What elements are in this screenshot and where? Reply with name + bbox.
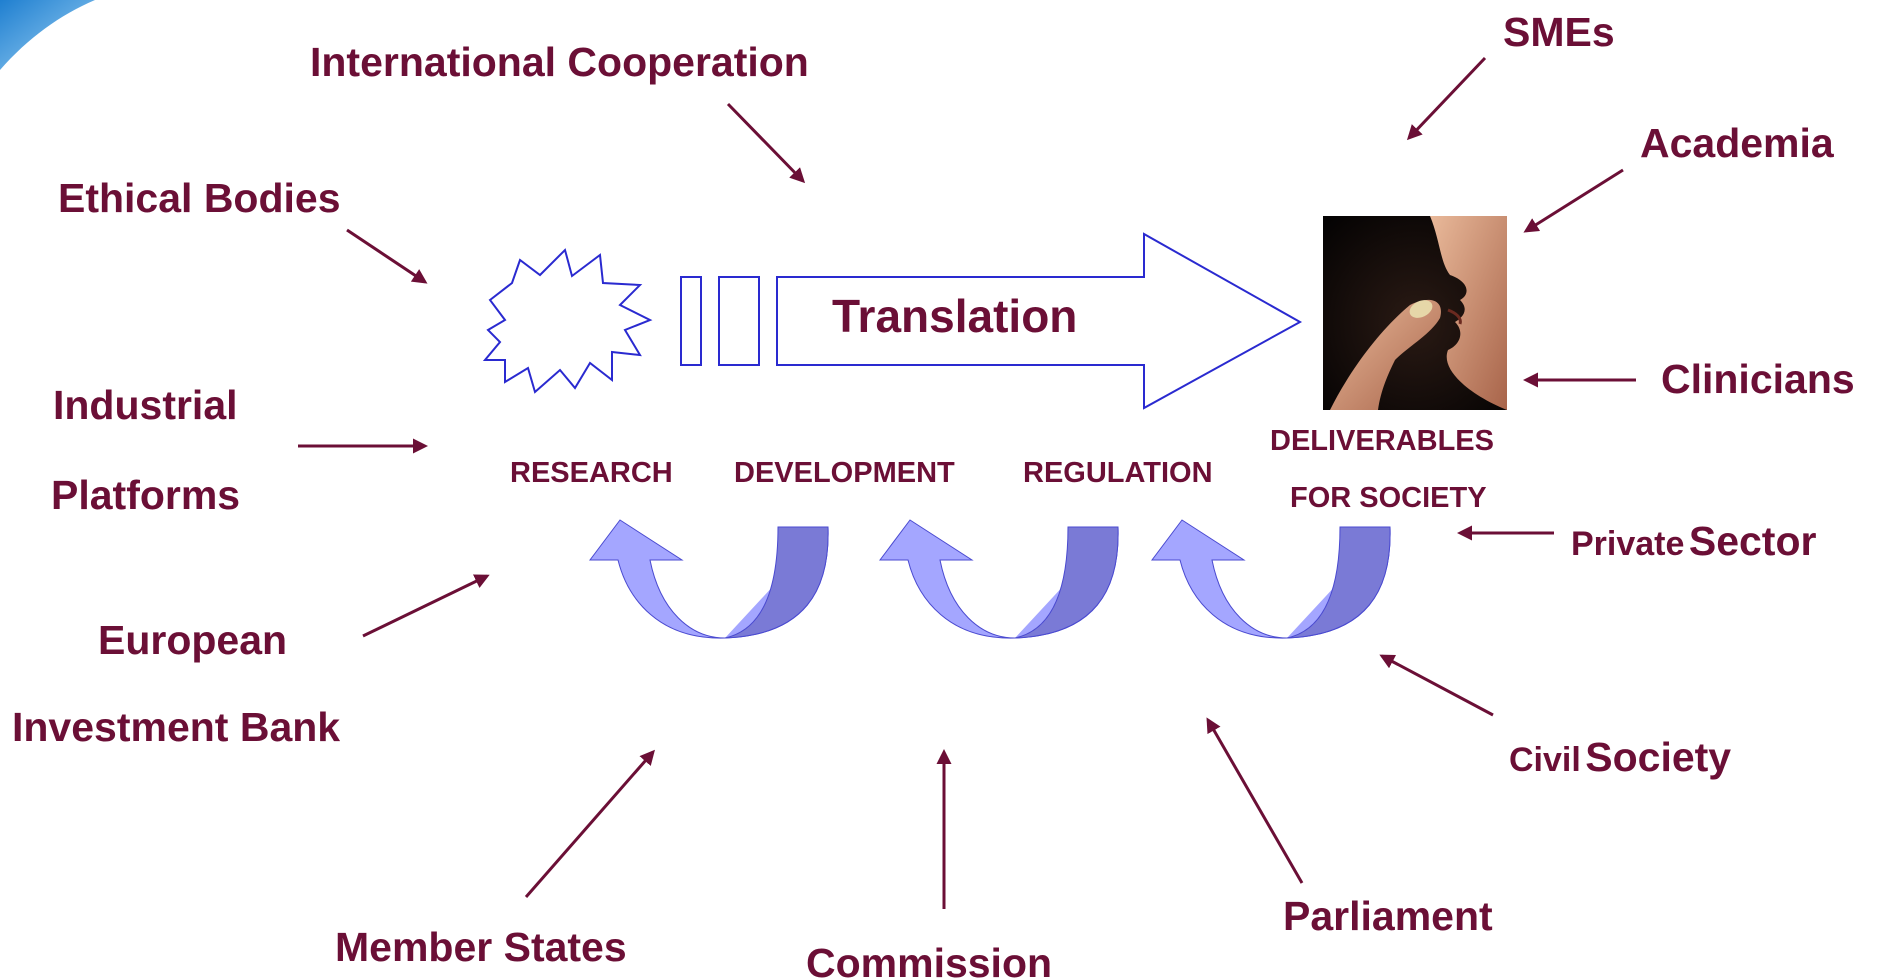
label-civil-society-word1: Civil [1509, 741, 1581, 779]
label-industrial-platforms-line2: Platforms [51, 472, 241, 518]
pointer-european-investment-bank [362, 574, 490, 638]
stage-label-research: RESEARCH [510, 457, 673, 489]
label-academia: Academia [1640, 120, 1834, 166]
pointer-parliament [1206, 717, 1304, 884]
label-private-sector-word1: Private [1571, 525, 1685, 563]
translation-arrow [776, 232, 1303, 410]
pointer-academia [1523, 168, 1624, 233]
stage-label-regulation: REGULATION [1023, 457, 1213, 489]
corner-swoosh-decoration [0, 0, 95, 70]
label-commission: Commission [806, 940, 1053, 979]
label-clinicians: Clinicians [1661, 356, 1855, 402]
research-starburst-icon [482, 248, 653, 394]
label-private-sector-word2: Sector [1688, 518, 1817, 564]
label-civil-society: Civil Society [1509, 737, 1731, 778]
label-parliament: Parliament [1283, 893, 1493, 939]
feedback-arrow-research [589, 519, 829, 639]
label-member-states: Member States [335, 924, 627, 970]
pointer-civil-society [1379, 654, 1494, 717]
label-industrial-platforms-line1: Industrial [53, 382, 238, 428]
stage-label-deliverables-line2: FOR SOCIETY [1290, 482, 1487, 514]
label-european-investment-bank-line1: European [98, 617, 288, 663]
person-taking-pill-photo [1323, 216, 1507, 410]
stage-label-deliverables-line1: DELIVERABLES [1270, 425, 1494, 457]
pointer-smes [1406, 56, 1487, 141]
pointer-member-states [524, 749, 655, 898]
stage-label-development: DEVELOPMENT [734, 457, 955, 489]
label-civil-society-word2: Society [1585, 734, 1732, 780]
label-smes: SMEs [1503, 9, 1615, 55]
label-european-investment-bank-line2: Investment Bank [12, 704, 341, 750]
development-bar-1 [680, 276, 702, 366]
feedback-arrow-regulation [1151, 519, 1391, 639]
feedback-arrow-development [879, 519, 1119, 639]
label-private-sector: Private Sector [1571, 521, 1816, 562]
pointer-international-cooperation [726, 102, 806, 184]
label-ethical-bodies: Ethical Bodies [58, 175, 341, 221]
pointer-ethical-bodies [346, 228, 428, 284]
development-bar-2 [718, 276, 760, 366]
translation-arrow-label: Translation [832, 290, 1078, 342]
label-international-cooperation: International Cooperation [310, 39, 809, 85]
